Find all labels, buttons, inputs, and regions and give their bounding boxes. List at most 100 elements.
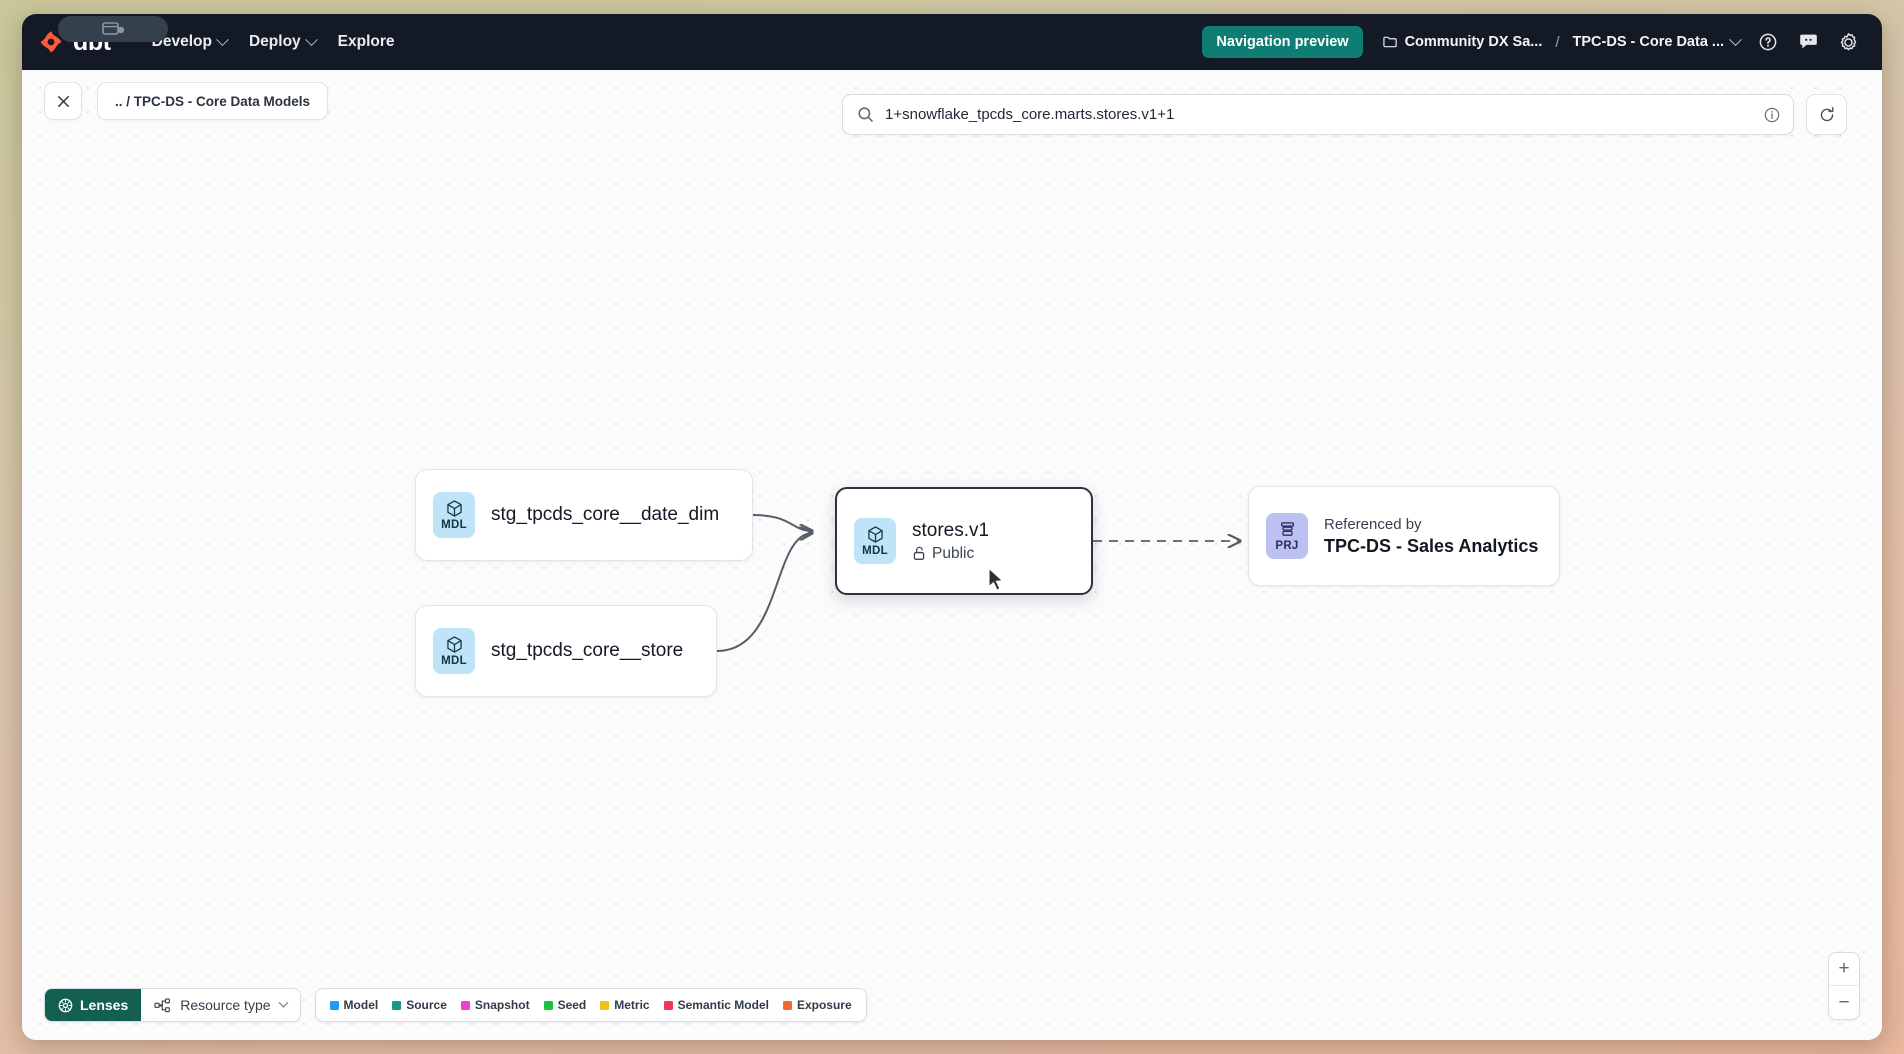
help-icon xyxy=(1759,33,1777,51)
legend-label: Exposure xyxy=(796,998,852,1012)
node-kicker: Referenced by xyxy=(1324,515,1422,533)
cube-icon xyxy=(446,500,462,517)
nav-item-label: Deploy xyxy=(248,33,301,50)
graph-node-stores-v1[interactable]: MDL stores.v1 Public xyxy=(835,487,1093,595)
close-icon xyxy=(57,95,69,107)
legend-item-semantic-model: Semantic Model xyxy=(663,998,769,1012)
chevron-down-icon xyxy=(278,997,288,1008)
refresh-icon xyxy=(1820,106,1833,121)
navigation-preview-badge[interactable]: Navigation preview xyxy=(1202,26,1363,58)
window-icon xyxy=(102,22,125,35)
project-badge: PRJ xyxy=(1266,513,1308,559)
chevron-down-icon xyxy=(304,32,318,46)
zoom-controls: + − xyxy=(1828,952,1860,1020)
node-title: stores.v1 xyxy=(912,519,990,541)
feedback-icon xyxy=(1799,34,1817,49)
node-text-stack: stores.v1 Public xyxy=(912,520,989,563)
node-access-row: Public xyxy=(912,545,989,563)
node-access-label: Public xyxy=(932,544,975,562)
legend-label: Snapshot xyxy=(474,998,530,1012)
legend-item-snapshot: Snapshot xyxy=(460,998,530,1012)
legend-label: Source xyxy=(406,998,447,1012)
node-text-stack: Referenced by TPC-DS - Sales Analytics xyxy=(1324,516,1538,557)
legend-swatch xyxy=(663,1000,673,1010)
nav-item-label: Develop xyxy=(151,33,212,50)
nav-item-deploy[interactable]: Deploy xyxy=(238,26,327,58)
legend-label: Semantic Model xyxy=(677,998,769,1012)
info-icon[interactable] xyxy=(1763,106,1781,124)
graph-node-stg-tpcds-core-date-dim[interactable]: MDL stg_tpcds_core__date_dim xyxy=(415,469,753,561)
breadcrumb-separator: / xyxy=(1555,33,1560,51)
search-area xyxy=(842,94,1847,135)
graph-toolbar: .. / TPC-DS - Core Data Models xyxy=(22,70,1882,132)
graph-node-tpc-ds-sales-analytics[interactable]: PRJ Referenced by TPC-DS - Sales Analyti… xyxy=(1248,486,1560,586)
legend-swatch xyxy=(782,1000,792,1010)
legend-swatch xyxy=(392,1000,402,1010)
lineage-graph-canvas[interactable]: MDL stg_tpcds_core__date_dim MDL stg_tpc… xyxy=(22,70,1882,1040)
zoom-out-button[interactable]: − xyxy=(1838,991,1850,1013)
badge-label: PRJ xyxy=(1275,540,1299,552)
search-icon xyxy=(858,107,873,122)
badge-label: MDL xyxy=(441,519,467,531)
resource-type-dropdown[interactable]: Resource type xyxy=(141,989,300,1021)
dbt-mark-icon xyxy=(40,31,62,53)
model-badge: MDL xyxy=(433,628,475,674)
legend-label: Metric xyxy=(614,998,650,1012)
node-title: stg_tpcds_core__date_dim xyxy=(491,504,720,525)
chevron-down-icon xyxy=(216,32,229,46)
top-navigation-bar: dbt Develop Deploy Explore Navigation pr… xyxy=(22,14,1882,70)
app-window: dbt Develop Deploy Explore Navigation pr… xyxy=(22,14,1882,1040)
zoom-in-button[interactable]: + xyxy=(1829,953,1859,986)
gear-icon xyxy=(1840,32,1856,50)
search-input[interactable] xyxy=(885,106,1752,123)
feedback-button[interactable] xyxy=(1792,26,1824,58)
project-name: TPC-DS - Core Data ... xyxy=(1572,34,1724,50)
edge-store-to-stores xyxy=(716,533,812,652)
refresh-button[interactable] xyxy=(1806,94,1847,135)
legend-item-metric: Metric xyxy=(600,998,650,1012)
badge-label: MDL xyxy=(441,655,467,667)
breadcrumb[interactable]: .. / TPC-DS - Core Data Models xyxy=(97,82,329,120)
resource-type-label: Resource type xyxy=(180,997,271,1013)
account-breadcrumb[interactable]: Community DX Sa... xyxy=(1379,29,1547,55)
graph-edges xyxy=(716,514,1882,652)
project-icon xyxy=(1280,522,1294,536)
legend-label: Model xyxy=(343,998,379,1012)
nav-item-explore[interactable]: Explore xyxy=(327,26,406,58)
lens-icon xyxy=(58,998,73,1012)
graph-node-stg-tpcds-core-store[interactable]: MDL stg_tpcds_core__store xyxy=(415,605,717,697)
help-button[interactable] xyxy=(1752,26,1784,58)
lenses-label: Lenses xyxy=(80,997,129,1013)
legend-item-exposure: Exposure xyxy=(782,998,852,1012)
node-title: TPC-DS - Sales Analytics xyxy=(1324,535,1539,556)
lenses-button[interactable]: Lenses xyxy=(45,989,142,1021)
close-button[interactable] xyxy=(44,82,82,120)
unlock-icon xyxy=(913,546,925,560)
search-box[interactable] xyxy=(842,94,1794,135)
model-badge: MDL xyxy=(854,518,896,564)
edge-date-dim-to-stores xyxy=(752,514,812,531)
bottom-toolbar: Lenses Resource type Model Source xyxy=(44,988,867,1022)
chevron-down-icon xyxy=(1729,32,1742,46)
legend-item-model: Model xyxy=(329,998,379,1012)
legend-swatch xyxy=(329,1000,339,1010)
model-badge: MDL xyxy=(433,492,475,538)
lens-group: Lenses Resource type xyxy=(44,988,301,1022)
account-name: Community DX Sa... xyxy=(1404,34,1543,50)
badge-label: MDL xyxy=(862,545,888,557)
cube-icon xyxy=(446,636,462,653)
legend-swatch xyxy=(543,1000,553,1010)
window-tab[interactable] xyxy=(58,16,168,42)
nav-item-develop[interactable]: Develop xyxy=(141,26,238,58)
project-breadcrumb[interactable]: TPC-DS - Core Data ... xyxy=(1569,29,1744,55)
nav-item-label: Explore xyxy=(337,33,395,50)
cube-icon xyxy=(867,526,883,543)
legend-label: Seed xyxy=(557,998,587,1012)
legend-swatch xyxy=(460,1000,470,1010)
node-title: stg_tpcds_core__store xyxy=(491,640,684,661)
resource-type-legend: Model Source Snapshot Seed Metric Semant… xyxy=(314,988,867,1022)
legend-swatch xyxy=(600,1000,610,1010)
folder-icon xyxy=(1382,36,1397,48)
settings-button[interactable] xyxy=(1832,26,1864,58)
legend-item-source: Source xyxy=(392,998,447,1012)
